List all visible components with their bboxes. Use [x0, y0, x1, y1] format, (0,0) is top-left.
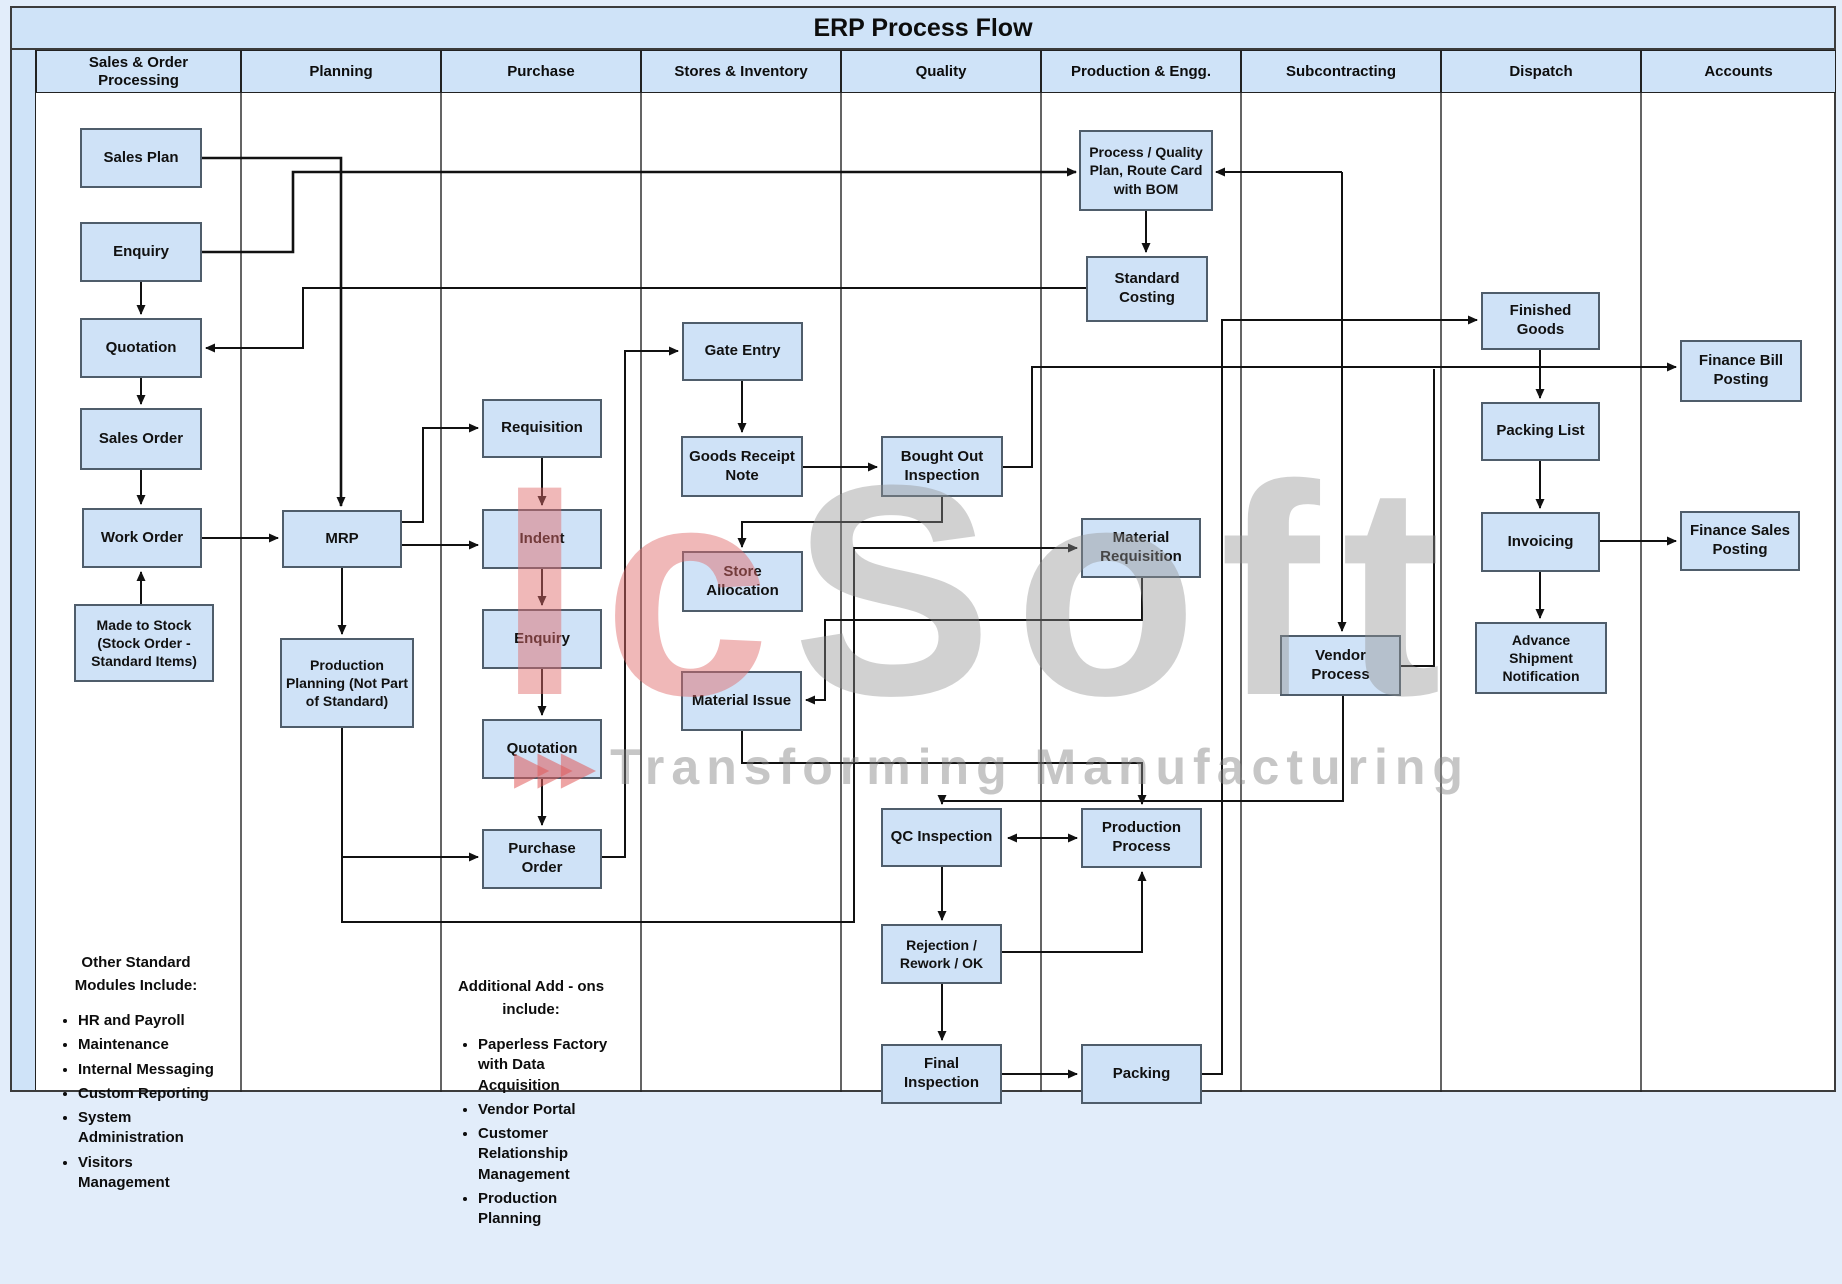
- node-requisition: Requisition: [482, 399, 602, 458]
- lane-header-purchase: Purchase: [441, 50, 641, 93]
- note-addons-list: Paperless Factory with Data AcquisitionV…: [452, 1035, 610, 1229]
- node-gate-entry: Gate Entry: [682, 322, 803, 381]
- list-item: Custom Reporting: [78, 1084, 220, 1104]
- lane-header-subcontracting: Subcontracting: [1241, 50, 1441, 93]
- node-work-order: Work Order: [82, 508, 202, 568]
- node-vendor-process: Vendor Process: [1280, 635, 1401, 696]
- node-purchase-order: Purchase Order: [482, 829, 602, 889]
- lane-header-sales-order-processing: Sales & Order Processing: [36, 50, 241, 93]
- node-purchase-quotation: Quotation: [482, 719, 602, 779]
- note-addons-title: Additional Add - ons include:: [457, 978, 605, 1018]
- node-finance-bill-posting: Finance Bill Posting: [1680, 340, 1802, 402]
- list-item: System Administration: [78, 1108, 220, 1149]
- node-finance-sales-posting: Finance Sales Posting: [1680, 511, 1800, 571]
- node-invoicing: Invoicing: [1481, 512, 1600, 572]
- node-indent: Indent: [482, 509, 602, 569]
- node-quotation: Quotation: [80, 318, 202, 378]
- node-material-issue: Material Issue: [681, 671, 802, 731]
- node-enquiry: Enquiry: [80, 222, 202, 282]
- node-material-requisition: Material Requisition: [1081, 518, 1201, 578]
- node-process-quality-plan: Process / Quality Plan, Route Card with …: [1079, 130, 1213, 211]
- node-mrp: MRP: [282, 510, 402, 568]
- node-finished-goods: Finished Goods: [1481, 292, 1600, 350]
- lane-header-label: Sales & Order Processing: [88, 54, 189, 89]
- list-item: HR and Payroll: [78, 1011, 220, 1031]
- node-final-inspection: Final Inspection: [881, 1044, 1002, 1104]
- list-item: Paperless Factory with Data Acquisition: [478, 1035, 610, 1096]
- node-sales-order: Sales Order: [80, 408, 202, 470]
- list-item: Vendor Portal: [478, 1100, 610, 1120]
- node-advance-shipment-notification: Advance Shipment Notification: [1475, 622, 1607, 694]
- note-standard-modules-title: Other Standard Modules Include:: [74, 954, 198, 994]
- note-standard-modules: Other Standard Modules Include: HR and P…: [52, 952, 220, 1197]
- lane-header-quality: Quality: [841, 50, 1041, 93]
- list-item: Production Planning: [478, 1189, 610, 1230]
- node-rejection-rework-ok: Rejection / Rework / OK: [881, 924, 1002, 984]
- node-packing-list: Packing List: [1481, 402, 1600, 461]
- list-item: Customer Relationship Management: [478, 1124, 610, 1185]
- node-goods-receipt-note: Goods Receipt Note: [681, 436, 803, 497]
- lane-header-production-engg: Production & Engg.: [1041, 50, 1241, 93]
- node-purchase-enquiry: Enquiry: [482, 609, 602, 669]
- note-addons: Additional Add - ons include: Paperless …: [452, 976, 610, 1233]
- list-item: Visitors Management: [78, 1153, 220, 1194]
- node-made-to-stock: Made to Stock (Stock Order - Standard It…: [74, 604, 214, 682]
- node-store-allocation: Store Allocation: [682, 551, 803, 612]
- note-standard-modules-list: HR and PayrollMaintenanceInternal Messag…: [52, 1011, 220, 1193]
- page-title: ERP Process Flow: [12, 8, 1834, 50]
- node-qc-inspection: QC Inspection: [881, 808, 1002, 867]
- lane-header-planning: Planning: [241, 50, 441, 93]
- node-standard-costing: Standard Costing: [1086, 256, 1208, 322]
- list-item: Internal Messaging: [78, 1060, 220, 1080]
- lane-header-dispatch: Dispatch: [1441, 50, 1641, 93]
- node-bought-out-inspection: Bought Out Inspection: [881, 436, 1003, 497]
- lane-header-stores-inventory: Stores & Inventory: [641, 50, 841, 93]
- node-production-planning: Production Planning (Not Part of Standar…: [280, 638, 414, 728]
- lane-header-accounts: Accounts: [1641, 50, 1836, 93]
- lane-strip: [12, 50, 36, 1090]
- list-item: Maintenance: [78, 1035, 220, 1055]
- node-packing: Packing: [1081, 1044, 1202, 1104]
- node-sales-plan: Sales Plan: [80, 128, 202, 188]
- node-production-process: Production Process: [1081, 808, 1202, 868]
